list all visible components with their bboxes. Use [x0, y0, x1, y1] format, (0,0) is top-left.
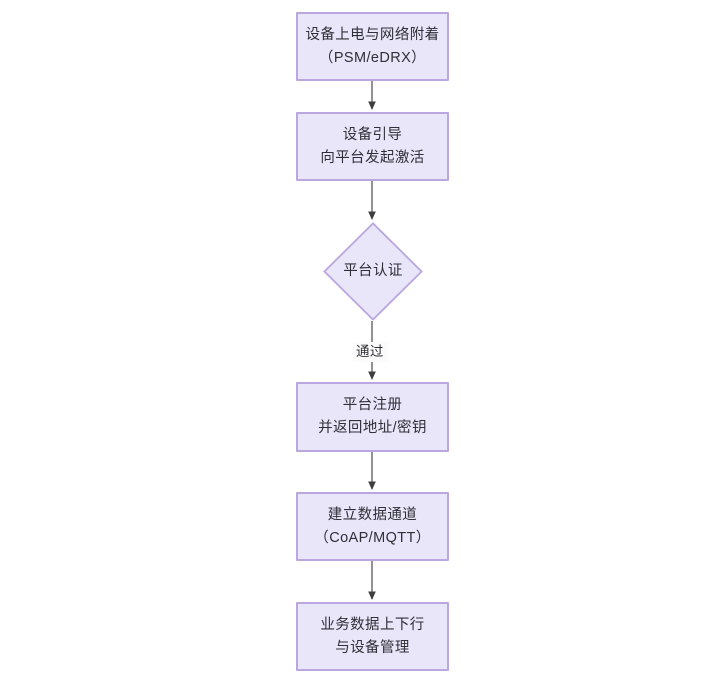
node-service-data[interactable]: 业务数据上下行 与设备管理 [296, 602, 449, 671]
edge-label-pass-text: 通过 [356, 344, 384, 359]
node-platform-auth-label: 平台认证 [343, 263, 403, 279]
node-service-data-label: 业务数据上下行 与设备管理 [320, 616, 425, 656]
node-platform-register-label: 平台注册 并返回地址/密钥 [318, 397, 427, 436]
node-platform-register[interactable]: 平台注册 并返回地址/密钥 [296, 382, 449, 452]
node-bootstrap-label: 设备引导 向平台发起激活 [320, 126, 425, 166]
node-platform-auth[interactable]: 平台认证 [323, 222, 423, 321]
edge-label-pass: 通过 [353, 342, 387, 362]
diamond-shape [323, 222, 423, 321]
node-power-on[interactable]: 设备上电与网络附着 （PSM/eDRX） [296, 12, 449, 81]
node-power-on-label: 设备上电与网络附着 （PSM/eDRX） [305, 26, 440, 66]
node-data-channel[interactable]: 建立数据通道 （CoAP/MQTT） [296, 492, 449, 561]
node-bootstrap[interactable]: 设备引导 向平台发起激活 [296, 112, 449, 181]
node-data-channel-label: 建立数据通道 （CoAP/MQTT） [314, 506, 431, 546]
